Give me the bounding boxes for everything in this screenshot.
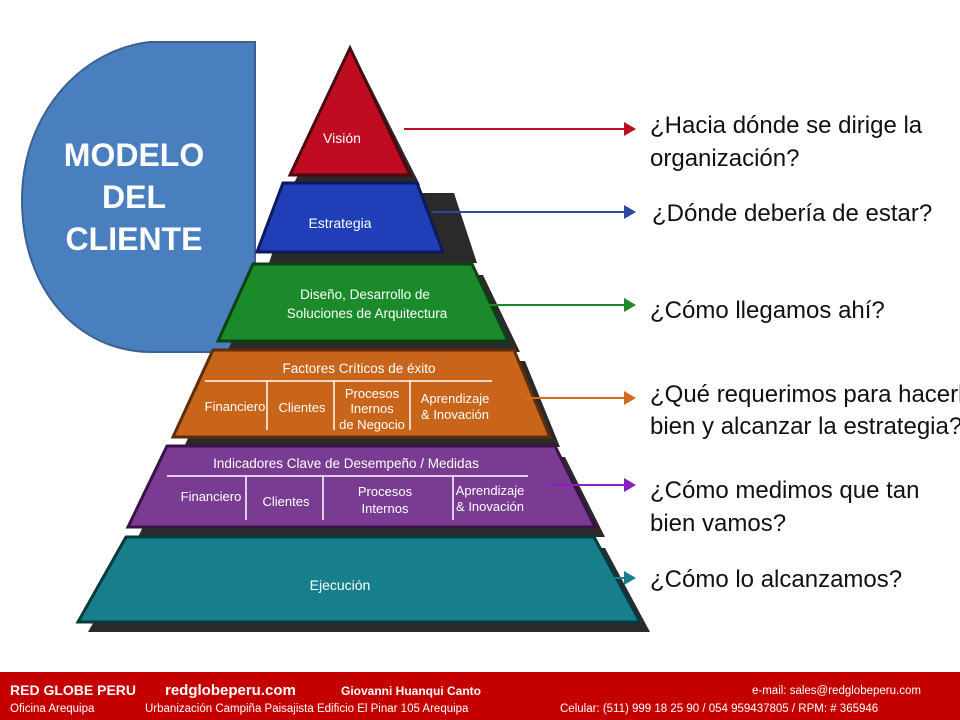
level-ejecucion-label: Ejecución [310, 577, 371, 593]
indicadores-clientes: Clientes [263, 494, 310, 509]
footer-website[interactable]: redglobeperu.com [165, 682, 296, 699]
level-indicadores [125, 444, 598, 529]
level-estrategia-label: Estrategia [308, 215, 371, 231]
level-vision-label: Visión [323, 130, 361, 146]
level-ejecucion [75, 535, 643, 624]
footer-company: RED GLOBE PERU [10, 682, 137, 698]
indicadores-title: Indicadores Clave de Desempeño / Medidas [213, 456, 479, 471]
footer-email[interactable]: e-mail: sales@redglobeperu.com [752, 685, 921, 697]
question-4-line-1: ¿Qué requerimos para hacerlo [650, 381, 960, 408]
factores-financiero: Financiero [205, 399, 266, 414]
footer-person: Giovanni Huanqui Canto [341, 684, 481, 698]
footer-phone: Celular: (511) 999 18 25 90 / 054 959437… [560, 703, 879, 715]
indicadores-aprendizaje-1: Aprendizaje [456, 483, 525, 498]
question-4-line-2: bien y alcanzar la estrategia? [650, 413, 960, 440]
footer-bar: RED GLOBE PERU redglobeperu.com Giovanni… [0, 672, 960, 720]
question-2: ¿Dónde debería de estar? [652, 200, 932, 227]
footer-address: Urbanización Campiña Paisajista Edificio… [145, 703, 469, 715]
footer-office: Oficina Arequipa [10, 703, 95, 715]
bubble-line-3: CLIENTE [66, 221, 203, 257]
indicadores-financiero: Financiero [181, 489, 242, 504]
factores-title: Factores Críticos de éxito [282, 361, 435, 376]
question-6: ¿Cómo lo alcanzamos? [650, 566, 902, 593]
level-diseno-line-2: Soluciones de Arquitectura [287, 306, 448, 321]
indicadores-procesos-1: Procesos [358, 484, 413, 499]
factores-procesos-2: Inernos [350, 401, 394, 416]
level-diseno [215, 262, 511, 343]
factores-procesos-3: de Negocio [339, 417, 405, 432]
level-estrategia [254, 181, 446, 254]
question-5-line-2: bien vamos? [650, 510, 786, 537]
question-1-line-2: organización? [650, 145, 799, 172]
factores-aprendizaje-2: & Inovación [421, 407, 489, 422]
factores-aprendizaje-1: Aprendizaje [421, 391, 490, 406]
model-bubble [20, 41, 256, 353]
level-diseno-line-1: Diseño, Desarrollo de [300, 287, 430, 302]
question-1-line-1: ¿Hacia dónde se dirige la [650, 112, 923, 139]
factores-procesos-1: Procesos [345, 386, 400, 401]
bubble-line-1: MODELO [64, 137, 204, 173]
level-vision [287, 44, 413, 177]
question-3: ¿Cómo llegamos ahí? [650, 297, 885, 324]
question-5-line-1: ¿Cómo medimos que tan [650, 477, 919, 504]
indicadores-aprendizaje-2: & Inovación [456, 499, 524, 514]
bubble-line-2: DEL [102, 179, 166, 215]
indicadores-procesos-2: Internos [362, 501, 409, 516]
factores-clientes: Clientes [279, 400, 326, 415]
